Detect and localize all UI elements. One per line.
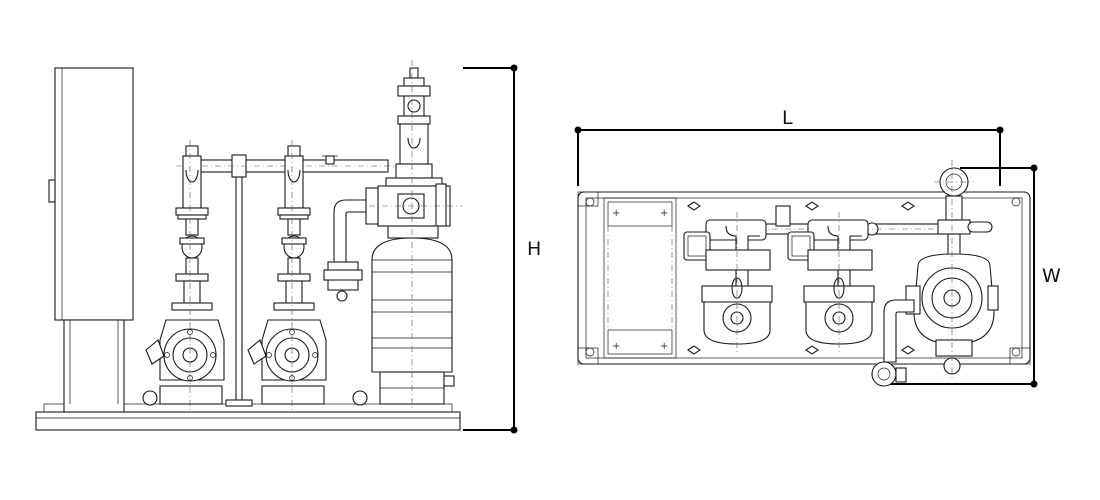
height-label: H: [527, 238, 541, 260]
pump-1-front: [142, 140, 225, 410]
front-view: H: [35, 60, 541, 434]
top-view: L W + +: [574, 107, 1061, 388]
width-label: W: [1042, 265, 1061, 287]
control-panel-top: + + + +: [603, 197, 677, 359]
pump-2-top: [787, 212, 875, 352]
anchor-markers: [687, 201, 915, 355]
length-label: L: [782, 107, 793, 129]
length-dimension: [574, 126, 1004, 186]
control-panel: [48, 67, 134, 413]
base-frame: [35, 403, 461, 431]
pump-2-front: [247, 140, 368, 410]
svg-text:+: +: [660, 341, 668, 352]
svg-text:+: +: [612, 341, 620, 352]
pump-1-top: [683, 212, 773, 352]
height-dimension: [463, 64, 518, 434]
svg-text:+: +: [612, 208, 620, 219]
svg-text:+: +: [660, 208, 668, 219]
pressure-tank-front: [323, 60, 462, 410]
width-dimension: [884, 164, 1038, 388]
pressure-tank-top: [871, 160, 999, 387]
